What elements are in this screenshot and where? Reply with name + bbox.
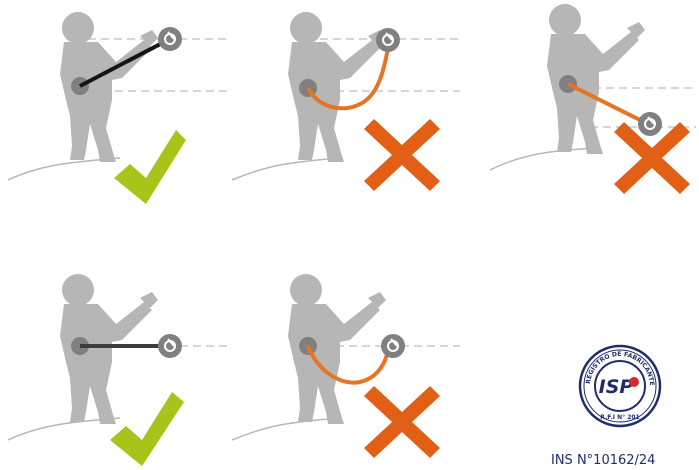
cross-icon <box>364 386 440 458</box>
panel-3 <box>489 4 696 194</box>
lanyard-line <box>306 345 390 385</box>
check-icon <box>110 392 184 466</box>
panel-1 <box>7 12 230 204</box>
svg-text:ISP: ISP <box>599 376 634 398</box>
cross-icon <box>364 119 440 191</box>
anchor-point-icon <box>376 28 400 52</box>
lanyard-line <box>567 82 649 126</box>
panel-5 <box>231 274 460 458</box>
panel-2 <box>231 12 460 191</box>
svg-text:R.F.I N° 201: R.F.I N° 201 <box>600 414 639 421</box>
certification-label: INS N°10162/24 <box>551 453 656 468</box>
cross-icon <box>614 122 690 194</box>
check-icon <box>114 130 186 204</box>
ground-line <box>231 157 341 181</box>
panel-4 <box>7 274 230 466</box>
isp-seal-logo: REGISTRO DE FABRICANTES E IMPORTADORES D… <box>578 344 662 428</box>
lanyard-line <box>79 38 169 88</box>
anchor-point-icon <box>638 112 662 136</box>
ground-line <box>489 147 601 171</box>
anchor-point-icon <box>158 27 182 51</box>
anchor-point-icon <box>158 334 182 358</box>
anchor-point-icon <box>381 334 405 358</box>
lanyard-line <box>306 47 390 111</box>
ground-line <box>231 417 341 441</box>
